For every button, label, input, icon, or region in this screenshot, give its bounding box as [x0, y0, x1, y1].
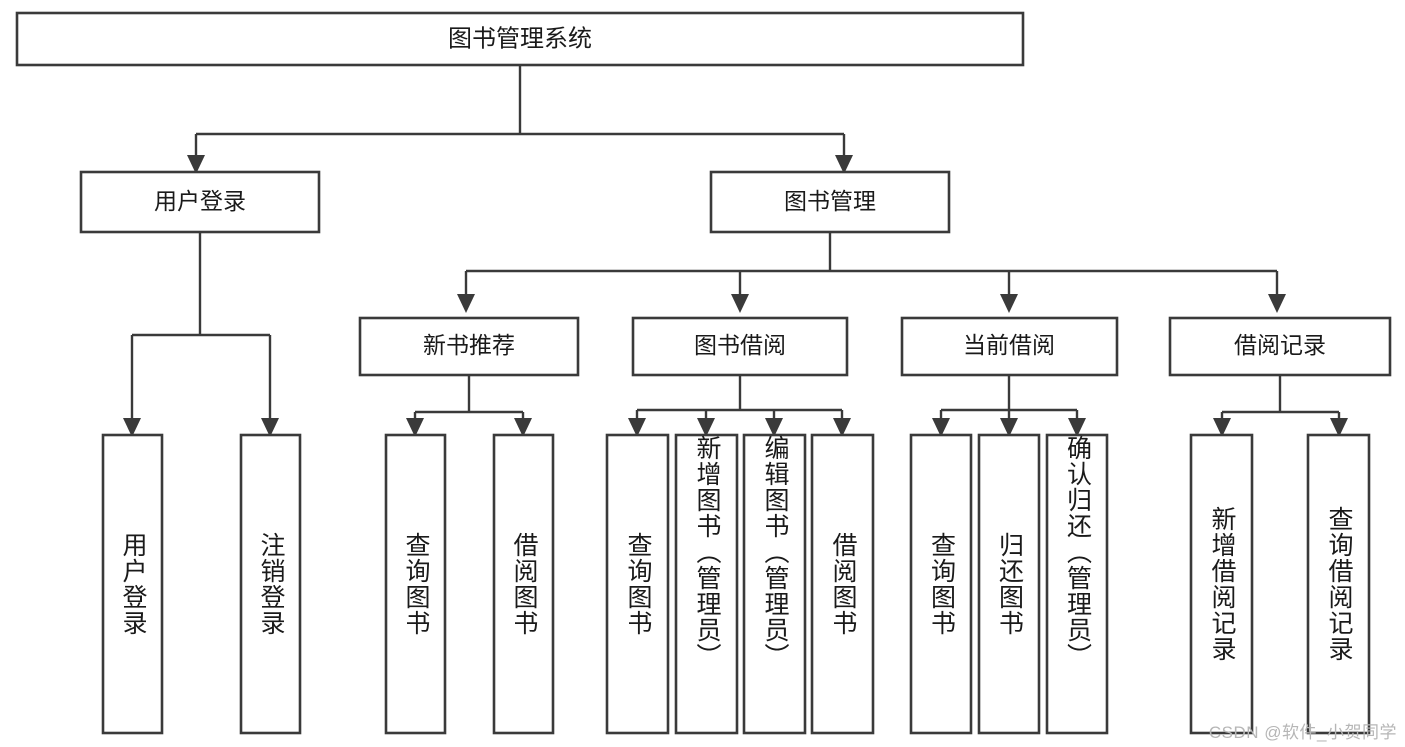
node-user-login[interactable]: 用户登录 [79, 170, 321, 234]
leaf-box-query-record[interactable] [1306, 433, 1371, 735]
node-borrow-record-label: 借阅记录 [1234, 332, 1326, 358]
arrow-to-book-borrow [731, 294, 749, 313]
connector-borrowrecord-to-leaves [1213, 375, 1348, 437]
node-user-login-box[interactable] [79, 170, 321, 234]
node-book-borrow-label: 图书借阅 [694, 332, 786, 358]
node-book-manage-box[interactable] [709, 170, 951, 234]
arrow-to-new-book-recommend [457, 294, 475, 313]
node-current-borrow-box[interactable] [900, 316, 1119, 377]
node-new-book-recommend-label: 新书推荐 [423, 332, 515, 358]
leaf-box-add-record[interactable] [1189, 433, 1254, 735]
leaf-box-query-book-2[interactable] [605, 433, 670, 735]
node-book-manage[interactable]: 图书管理 [709, 170, 951, 234]
leaf-box-user-login[interactable] [101, 433, 164, 735]
connector-currentborrow-to-leaves [932, 375, 1086, 437]
node-root-label: 图书管理系统 [448, 25, 592, 52]
node-book-borrow-box[interactable] [631, 316, 849, 377]
leaf-box-borrow-book-1[interactable] [492, 433, 555, 735]
node-current-borrow[interactable]: 当前借阅 [900, 316, 1119, 377]
leaf-box-logout-login[interactable] [239, 433, 302, 735]
node-book-borrow[interactable]: 图书借阅 [631, 316, 849, 377]
node-current-borrow-label: 当前借阅 [963, 332, 1055, 358]
connector-root-to-level2 [187, 65, 853, 174]
node-root-box[interactable] [15, 11, 1025, 67]
csdn-watermark: CSDN @软件_小贺同学 [1208, 723, 1397, 742]
node-borrow-record[interactable]: 借阅记录 [1168, 316, 1392, 377]
node-book-manage-label: 图书管理 [784, 188, 876, 214]
connector-newbook-to-leaves [406, 375, 532, 437]
connector-userlogin-to-leaves [123, 232, 279, 437]
node-new-book-recommend-box[interactable] [358, 316, 580, 377]
arrow-to-current-borrow [1000, 294, 1018, 313]
leaf-box-edit-book[interactable] [742, 433, 807, 735]
node-root[interactable]: 图书管理系统 [15, 11, 1025, 67]
leaf-box-query-book-1[interactable] [384, 433, 447, 735]
connector-bookmanage-to-level3 [457, 232, 1286, 313]
leaf-box-borrow-book-2[interactable] [810, 433, 875, 735]
leaf-box-confirm-return[interactable] [1045, 433, 1109, 735]
leaf-box-query-book-3[interactable] [909, 433, 973, 735]
leaf-box-return-book[interactable] [977, 433, 1041, 735]
node-user-login-label: 用户登录 [154, 188, 246, 214]
connector-bookborrow-to-leaves [628, 375, 851, 437]
node-new-book-recommend[interactable]: 新书推荐 [358, 316, 580, 377]
node-borrow-record-box[interactable] [1168, 316, 1392, 377]
arrow-to-borrow-record [1268, 294, 1286, 313]
leaf-box-add-book[interactable] [674, 433, 739, 735]
